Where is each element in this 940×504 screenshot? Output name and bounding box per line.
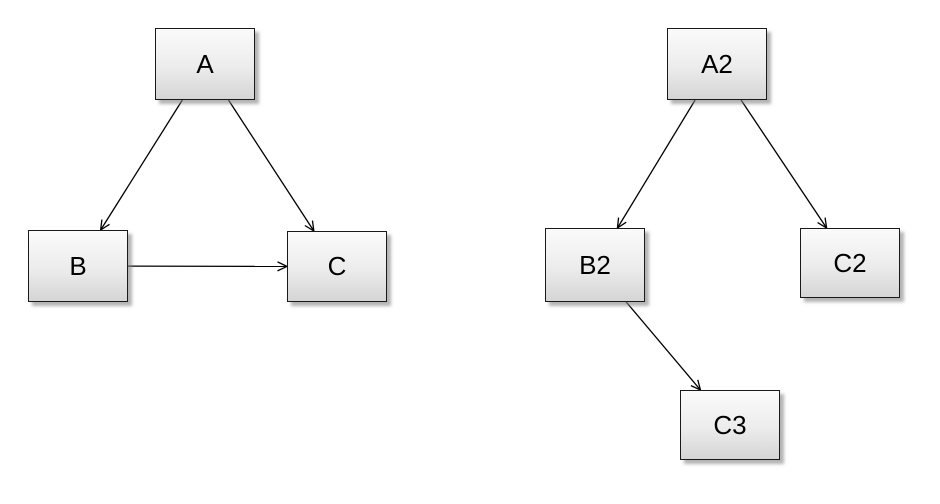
node-C2: C2 [800,228,900,298]
edge-A-B [99,99,183,232]
node-label-C2: C2 [833,247,867,278]
node-label-A: A [196,48,214,79]
node-label-A2: A2 [701,48,733,79]
node-label-C: C [327,251,347,281]
node-A: A [155,28,255,100]
node-A2: A2 [667,28,767,100]
node-label-B: B [69,250,87,281]
node-B2: B2 [545,228,645,302]
node-B: B [28,230,128,302]
node-C3: C3 [680,390,780,460]
edge-A2-B2 [616,99,696,230]
node-C: C [287,231,387,302]
node-label-B2: B2 [579,249,611,280]
edge-A-C [227,99,315,233]
edge-B2-C3 [625,301,702,392]
node-label-C3: C3 [713,409,747,440]
edge-A2-C2 [740,99,828,230]
